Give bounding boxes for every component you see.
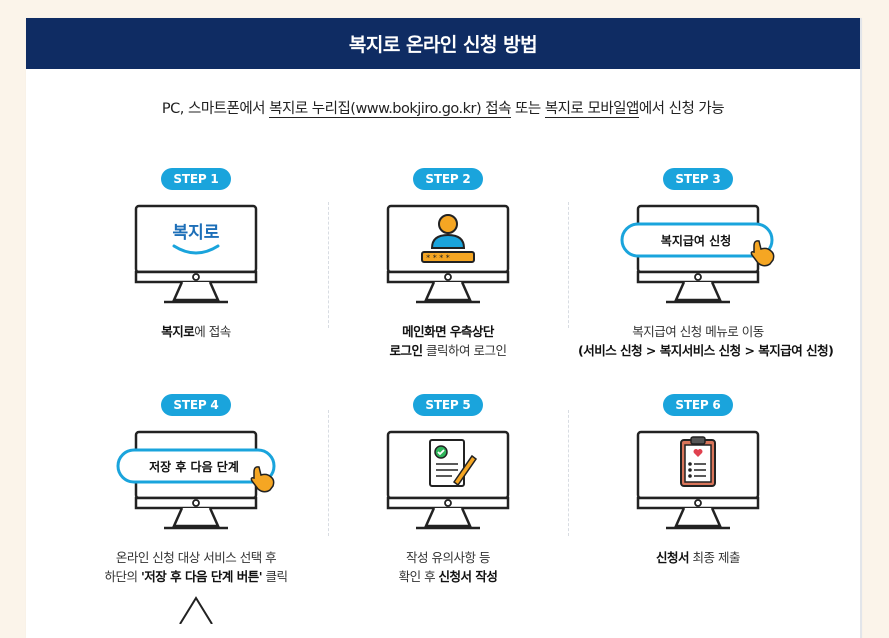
apply-welfare-button bbox=[620, 222, 774, 258]
svg-text:* * * *: * * * * bbox=[426, 254, 450, 263]
step-3-badge: STEP 3 bbox=[663, 168, 733, 190]
divider bbox=[328, 410, 329, 536]
step-1-badge: STEP 1 bbox=[161, 168, 231, 190]
monitor-icon bbox=[636, 430, 760, 530]
step-1-caption: 복지로에 접속 bbox=[161, 324, 231, 339]
divider bbox=[328, 202, 329, 328]
step-6: STEP 6 신청서 최종 제출 bbox=[578, 394, 818, 567]
monitor-icon: * * * * bbox=[386, 204, 510, 304]
monitor-icon bbox=[386, 430, 510, 530]
step-3-caption: 복지급여 신청 메뉴로 이동 (서비스 신청 > 복지서비스 신청 > 복지급여… bbox=[578, 324, 834, 358]
svg-text:저장 후 다음 단계: 저장 후 다음 단계 bbox=[149, 459, 239, 474]
monitor-icon: 복지로 bbox=[134, 204, 258, 304]
guide-card: 복지로 온라인 신청 방법 PC, 스마트폰에서 복지로 누리집(www.bok… bbox=[26, 18, 862, 638]
up-arrow-icon bbox=[179, 596, 213, 624]
step-4-caption: 온라인 신청 대상 서비스 선택 후 하단의 '저장 후 다음 단계 버튼' 클… bbox=[104, 550, 288, 584]
monitor-icon: 저장 후 다음 단계 bbox=[116, 430, 276, 530]
step-1: STEP 1 복지로 복지로에 접속 bbox=[76, 168, 316, 341]
step-6-badge: STEP 6 bbox=[663, 394, 733, 416]
step-5: STEP 5 작성 유의사항 등 확인 후 신청서 작성 bbox=[328, 394, 568, 586]
divider bbox=[568, 410, 569, 536]
page-title: 복지로 온라인 신청 방법 bbox=[26, 18, 860, 69]
bokjiro-app-link[interactable]: 복지로 모바일앱 bbox=[544, 101, 639, 118]
document-check-icon bbox=[429, 439, 478, 487]
save-next-step-button bbox=[116, 448, 276, 484]
hand-pointer-icon bbox=[250, 466, 275, 493]
clipboard-icon bbox=[680, 436, 716, 487]
step-4-badge: STEP 4 bbox=[161, 394, 231, 416]
smile-logo-curve bbox=[172, 244, 220, 255]
intro-part3: 에서 신청 가능 bbox=[638, 101, 725, 117]
hand-pointer-icon bbox=[750, 240, 775, 267]
pencil-icon bbox=[452, 454, 478, 487]
bokjiro-website-link[interactable]: 복지로 누리집(www.bokjiro.go.kr) 접속 bbox=[269, 101, 511, 118]
svg-text:복지급여 신청: 복지급여 신청 bbox=[661, 233, 731, 248]
intro-text: PC, 스마트폰에서 복지로 누리집(www.bokjiro.go.kr) 접속… bbox=[26, 97, 860, 118]
step-5-badge: STEP 5 bbox=[413, 394, 483, 416]
user-login-icon: * * * * bbox=[421, 214, 475, 263]
divider bbox=[568, 202, 569, 328]
heart-icon bbox=[693, 449, 703, 457]
monitor-icon: 복지급여 신청 bbox=[620, 204, 775, 304]
step-6-caption: 신청서 최종 제출 bbox=[656, 550, 740, 565]
page-title-text: 복지로 온라인 신청 방법 bbox=[348, 34, 538, 56]
intro-part1: PC, 스마트폰에서 bbox=[161, 101, 270, 117]
bokjiro-logo-text: 복지로 bbox=[173, 223, 220, 243]
intro-part2: 또는 bbox=[510, 101, 545, 117]
step-2: STEP 2 * * * * 메인화면 우측상단 로그인 클릭하여 로그인 bbox=[328, 168, 568, 360]
step-2-caption: 메인화면 우측상단 로그인 클릭하여 로그인 bbox=[389, 324, 507, 358]
step-2-badge: STEP 2 bbox=[413, 168, 483, 190]
step-4: STEP 4 저장 후 다음 단계 온라인 신청 대상 서비스 선택 후 하단의… bbox=[76, 394, 316, 586]
step-3: STEP 3 복지급여 신청 복지급여 신청 메뉴로 이동 (서비스 신청 > … bbox=[578, 168, 834, 360]
step-5-caption: 작성 유의사항 등 확인 후 신청서 작성 bbox=[398, 550, 498, 584]
